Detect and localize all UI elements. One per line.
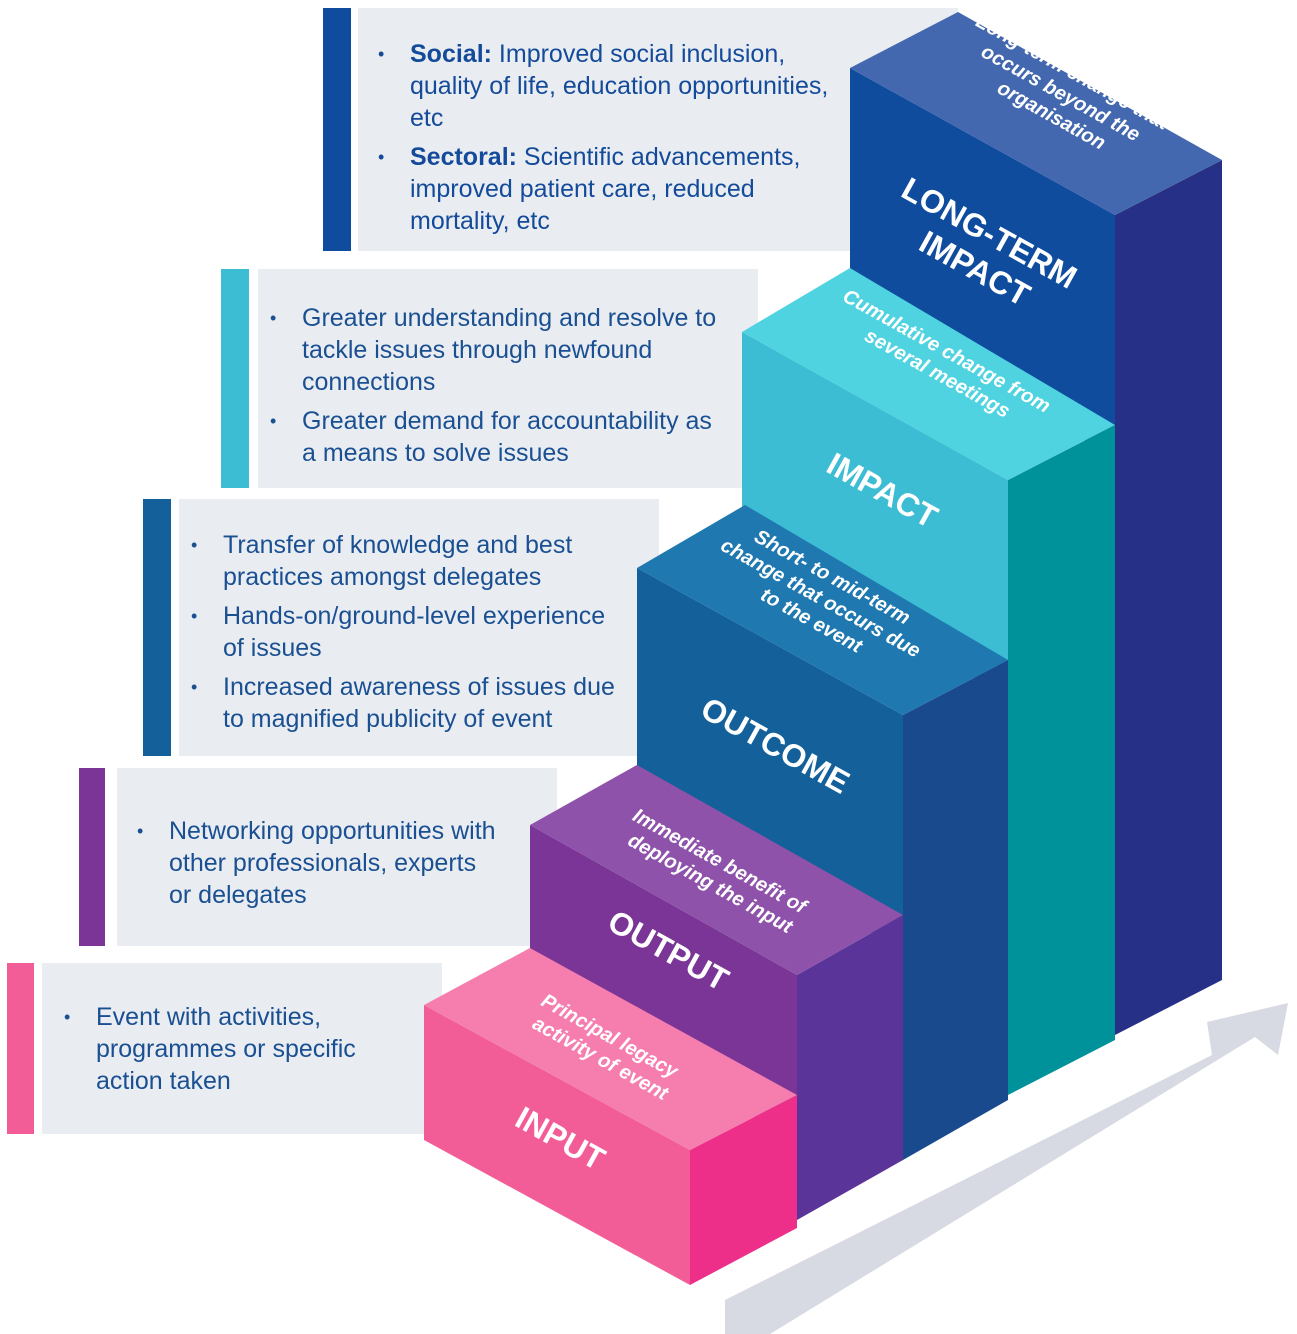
list-item: Transfer of knowledge and best practices… xyxy=(191,529,631,593)
list-item: Social: Improved social inclusion, quali… xyxy=(378,38,848,134)
outcome-panel: Transfer of knowledge and best practices… xyxy=(179,499,659,756)
growth-arrow-icon xyxy=(725,1003,1288,1334)
step-outcome: Short- to mid-term change that occurs du… xyxy=(637,505,1008,1160)
input-list: Event with activities, programmes or spe… xyxy=(64,1001,394,1104)
list-item: Networking opportunities with other prof… xyxy=(137,815,497,911)
output-color-bar xyxy=(79,768,105,946)
impact-panel: Greater understanding and resolve to tac… xyxy=(258,269,758,488)
bullet-text: Improved social inclusion, quality of li… xyxy=(410,40,829,132)
input-panel: Event with activities, programmes or spe… xyxy=(42,963,442,1134)
long-term-impact-color-bar xyxy=(323,8,351,251)
outcome-color-bar xyxy=(143,499,171,756)
bullet-text: Scientific advancements, improved patien… xyxy=(410,143,801,235)
step-long-term-impact: Long-term change that occurs beyond the … xyxy=(850,10,1222,1035)
list-item: Greater understanding and resolve to tac… xyxy=(270,302,720,398)
outcome-list: Transfer of knowledge and best practices… xyxy=(191,529,631,742)
list-item: Increased awareness of issues due to mag… xyxy=(191,671,631,735)
impact-list: Greater understanding and resolve to tac… xyxy=(270,302,720,476)
list-item: Hands-on/ground-level experience of issu… xyxy=(191,600,631,664)
long-term-impact-list: Social: Improved social inclusion, quali… xyxy=(378,38,848,244)
list-item: Event with activities, programmes or spe… xyxy=(64,1001,394,1097)
bullet-bold-label: Social: xyxy=(410,40,492,68)
output-panel: Networking opportunities with other prof… xyxy=(117,768,557,946)
step-input: Principal legacy activity of event INPUT xyxy=(424,948,797,1285)
impact-color-bar xyxy=(221,269,249,488)
list-item: Sectoral: Scientific advancements, impro… xyxy=(378,141,848,237)
input-color-bar xyxy=(7,963,34,1134)
list-item: Greater demand for accountability as a m… xyxy=(270,405,720,469)
bullet-bold-label: Sectoral: xyxy=(410,143,517,171)
output-list: Networking opportunities with other prof… xyxy=(137,815,497,918)
